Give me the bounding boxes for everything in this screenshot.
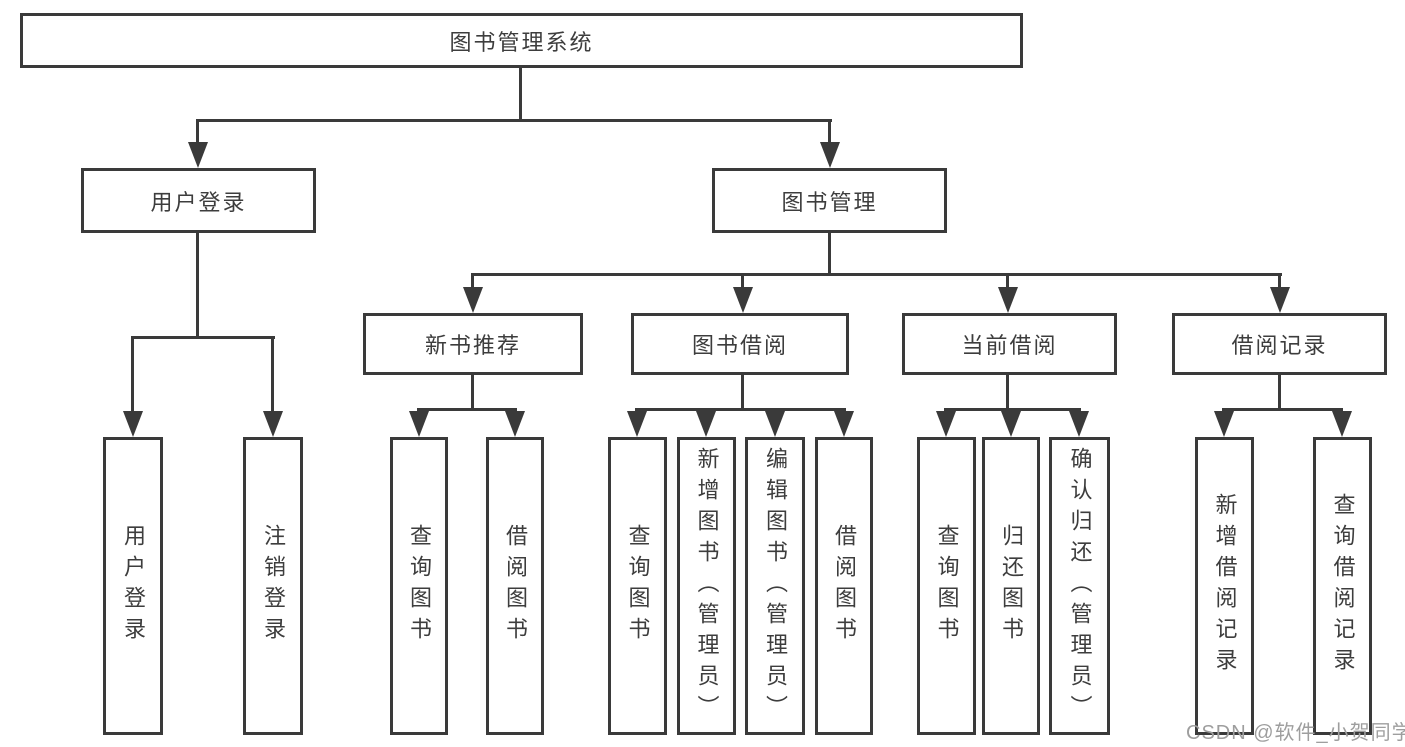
arrow-down-icon (733, 287, 753, 313)
leaf-edit-book-admin: 编辑图书（管理员） (745, 437, 805, 735)
node-label: 图书管理 (781, 189, 878, 215)
arrow-down-icon (188, 142, 208, 168)
arrow-down-icon (1270, 287, 1290, 313)
connector-split (635, 408, 846, 411)
leaf-user-login: 用户登录 (103, 437, 163, 735)
connector-split (417, 408, 517, 411)
arrow-down-icon (834, 411, 854, 437)
connector-drop (196, 120, 199, 150)
connector-drop (471, 275, 474, 291)
node-label: 用户登录 (121, 524, 146, 648)
node-label: 当前借阅 (961, 333, 1058, 358)
connector-root-stub (519, 68, 522, 122)
node-label: 新书推荐 (424, 333, 521, 358)
leaf-logout: 注销登录 (243, 437, 303, 735)
connector-drop (741, 275, 744, 291)
node-library-management-system: 图书管理系统 (20, 13, 1023, 68)
arrow-down-icon (463, 287, 483, 313)
arrow-down-icon (123, 411, 143, 437)
arrow-down-icon (936, 411, 956, 437)
leaf-query-books: 查询图书 (608, 437, 667, 735)
leaf-query-books: 查询图书 (917, 437, 976, 735)
connector-stub (1006, 375, 1009, 411)
arrow-down-icon (1214, 411, 1234, 437)
node-label: 确认归还（管理员） (1067, 446, 1093, 726)
arrow-down-icon (409, 411, 429, 437)
connector-drop (271, 338, 274, 413)
connector-user-login-stub (196, 233, 199, 339)
arrow-down-icon (263, 411, 283, 437)
connector-level1-split (196, 119, 832, 122)
connector-user-login-split (131, 336, 275, 339)
node-label: 新增借阅记录 (1212, 493, 1238, 679)
connector-level3-split (471, 273, 1282, 276)
node-label: 图书借阅 (691, 333, 788, 358)
node-new-book-recommendation: 新书推荐 (363, 313, 583, 375)
connector-drop (828, 120, 831, 150)
connector-drop (1006, 275, 1009, 291)
csdn-watermark: CSDN @软件_小贺同学 (1186, 722, 1405, 744)
arrow-down-icon (820, 142, 840, 168)
node-label: 图书管理系统 (449, 29, 594, 55)
connector-split (1222, 408, 1343, 411)
arrow-down-icon (1001, 411, 1021, 437)
connector-split (944, 408, 1081, 411)
node-user-login: 用户登录 (81, 168, 316, 233)
node-label: 新增图书（管理员） (694, 446, 720, 726)
connector-drop (1278, 275, 1281, 291)
leaf-return-books: 归还图书 (982, 437, 1040, 735)
node-label: 编辑图书（管理员） (763, 446, 788, 726)
leaf-confirm-return-admin: 确认归还（管理员） (1049, 437, 1110, 735)
node-current-borrowing: 当前借阅 (902, 313, 1117, 375)
leaf-borrow-books: 借阅图书 (815, 437, 873, 735)
connector-book-mgmt-stub (828, 233, 831, 276)
connector-drop (131, 338, 134, 413)
node-label: 用户登录 (150, 189, 247, 215)
node-label: 借阅记录 (1231, 333, 1328, 358)
node-label: 借阅图书 (503, 524, 528, 648)
node-label: 查询图书 (934, 524, 960, 648)
leaf-borrow-books: 借阅图书 (486, 437, 544, 735)
leaf-add-book-admin: 新增图书（管理员） (677, 437, 736, 735)
connector-stub (741, 375, 744, 411)
node-borrowing-records: 借阅记录 (1172, 313, 1387, 375)
node-label: 借阅图书 (832, 524, 857, 648)
arrow-down-icon (1069, 411, 1089, 437)
arrow-down-icon (998, 287, 1018, 313)
leaf-add-borrow-record: 新增借阅记录 (1195, 437, 1254, 735)
node-label: 归还图书 (999, 524, 1024, 648)
node-label: 查询图书 (407, 524, 432, 648)
arrow-down-icon (1332, 411, 1352, 437)
leaf-query-books: 查询图书 (390, 437, 448, 735)
connector-stub (471, 375, 474, 411)
arrow-down-icon (765, 411, 785, 437)
node-book-management: 图书管理 (712, 168, 947, 233)
node-label: 查询图书 (625, 524, 651, 648)
arrow-down-icon (696, 411, 716, 437)
connector-stub (1278, 375, 1281, 411)
node-label: 查询借阅记录 (1330, 493, 1356, 679)
arrow-down-icon (627, 411, 647, 437)
leaf-query-borrow-record: 查询借阅记录 (1313, 437, 1372, 735)
node-book-borrowing: 图书借阅 (631, 313, 849, 375)
arrow-down-icon (505, 411, 525, 437)
node-label: 注销登录 (261, 524, 286, 648)
